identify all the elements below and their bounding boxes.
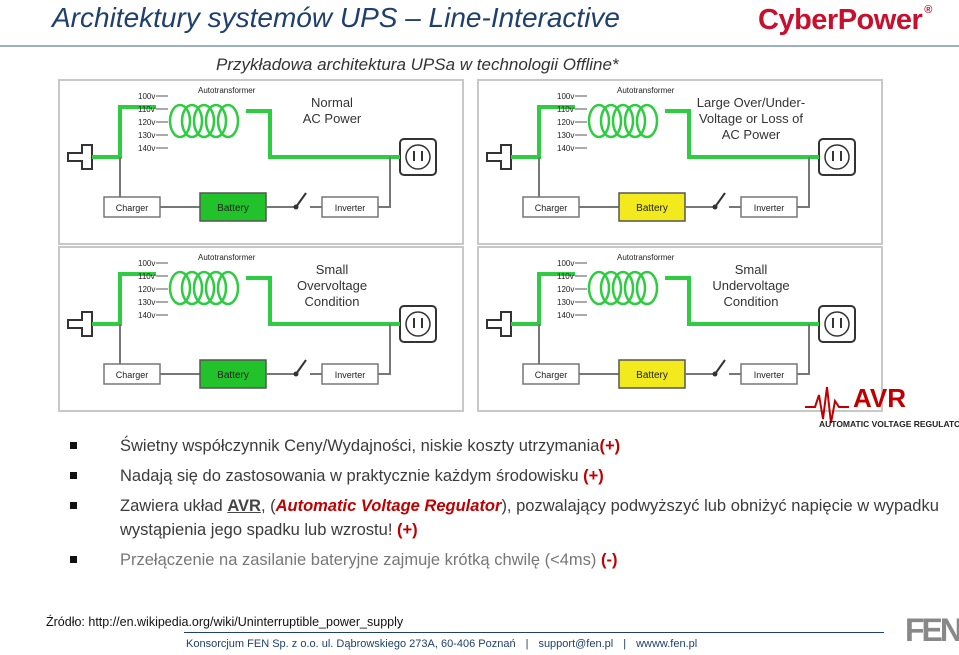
svg-text:Inverter: Inverter: [754, 370, 785, 380]
svg-text:Charger: Charger: [535, 370, 568, 380]
bullet-item-1: Świetny współczynnik Ceny/Wydajności, ni…: [70, 434, 950, 458]
fen-logo: FEN: [905, 612, 959, 648]
svg-text:130v: 130v: [557, 131, 574, 140]
plug-icon: [486, 144, 512, 170]
svg-text:140v: 140v: [138, 144, 155, 153]
svg-text:140v: 140v: [557, 311, 574, 320]
bullet-3-mark: (+): [397, 521, 418, 539]
svg-text:110v: 110v: [138, 105, 155, 114]
bullet-2-text: Nadają się do zastosowania w praktycznie…: [120, 467, 584, 485]
bullet-item-2: Nadają się do zastosowania w praktycznie…: [70, 464, 950, 488]
bullet-3-full: Automatic Voltage Regulator: [275, 497, 502, 515]
ups-diagram: 100v 110v 120v 130v 140v AutotransformerSmall…: [67, 253, 437, 389]
svg-text:AC Power: AC Power: [722, 127, 781, 142]
avr-logo-subtext: AUTOMATIC VOLTAGE REGULATOR: [819, 419, 959, 429]
footer-company: Konsorcjum FEN Sp. z o.o. ul. Dąbrowskie…: [186, 638, 516, 650]
cyberpower-logo: CyberPower®: [758, 4, 932, 37]
svg-text:Condition: Condition: [305, 294, 360, 309]
bullet-3-mid1: , (: [260, 497, 276, 515]
brand-name: CyberPower: [758, 4, 923, 36]
svg-text:Charger: Charger: [535, 203, 568, 213]
bullet-4-mark: (-): [601, 551, 618, 569]
avr-logo-text: AVR: [853, 383, 906, 413]
svg-text:100v: 100v: [557, 259, 574, 268]
footer-email[interactable]: support@fen.pl: [538, 638, 614, 650]
plug-icon: [486, 311, 512, 337]
svg-text:Undervoltage: Undervoltage: [712, 278, 789, 293]
bullet-3-pre: Zawiera układ: [120, 497, 228, 515]
svg-text:Battery: Battery: [217, 370, 249, 381]
bullet-square-icon: [70, 472, 77, 479]
svg-text:110v: 110v: [138, 272, 155, 281]
svg-text:Battery: Battery: [636, 370, 668, 381]
ups-diagram: 100v 110v 120v 130v 140v AutotransformerLarge…: [486, 86, 856, 222]
bullet-4-text: Przełączenie na zasilanie bateryjne zajm…: [120, 551, 602, 569]
svg-text:Battery: Battery: [217, 203, 249, 214]
svg-text:120v: 120v: [557, 118, 574, 127]
svg-text:130v: 130v: [138, 298, 155, 307]
svg-text:100v: 100v: [557, 92, 574, 101]
footer-divider: [184, 632, 884, 633]
svg-text:Autotransformer: Autotransformer: [617, 253, 675, 262]
svg-text:130v: 130v: [138, 131, 155, 140]
svg-text:110v: 110v: [557, 105, 574, 114]
svg-text:Inverter: Inverter: [754, 203, 785, 213]
plug-icon: [67, 311, 93, 337]
svg-text:Voltage or Loss of: Voltage or Loss of: [699, 111, 803, 126]
svg-text:Autotransformer: Autotransformer: [198, 253, 256, 262]
ups-diagram: 100v 110v 120v 130v 140v AutotransformerSmall…: [486, 253, 856, 389]
bullet-square-icon: [70, 442, 77, 449]
svg-text:Normal: Normal: [311, 95, 353, 110]
svg-text:120v: 120v: [138, 285, 155, 294]
page-title: Architektury systemów UPS – Line-Interac…: [52, 2, 620, 33]
subtitle: Przykładowa architektura UPSa w technolo…: [216, 55, 619, 74]
svg-text:Autotransformer: Autotransformer: [198, 86, 256, 95]
header-divider: [0, 45, 959, 47]
battery-box: [618, 192, 686, 222]
svg-text:100v: 100v: [138, 92, 155, 101]
svg-text:Charger: Charger: [116, 370, 149, 380]
avr-logo: AVR AUTOMATIC VOLTAGE REGULATOR: [805, 383, 959, 429]
svg-text:110v: 110v: [557, 272, 574, 281]
svg-text:120v: 120v: [557, 285, 574, 294]
bullet-square-icon: [70, 556, 77, 563]
svg-text:Small: Small: [735, 262, 768, 277]
svg-text:120v: 120v: [138, 118, 155, 127]
bullet-item-4: Przełączenie na zasilanie bateryjne zajm…: [70, 548, 950, 572]
svg-text:Autotransformer: Autotransformer: [617, 86, 675, 95]
footer-web[interactable]: wwww.fen.pl: [636, 638, 698, 650]
svg-text:Small: Small: [316, 262, 349, 277]
ups-diagram: 100v 110v 120v 130v 140v AutotransformerNorma…: [67, 86, 437, 222]
bullet-3-mid2: ), pozwalający podwyższyć lub obniżyć na…: [120, 497, 939, 539]
footer: Konsorcjum FEN Sp. z o.o. ul. Dąbrowskie…: [186, 638, 698, 650]
svg-text:140v: 140v: [557, 144, 574, 153]
svg-text:140v: 140v: [138, 311, 155, 320]
bullet-square-icon: [70, 502, 77, 509]
svg-text:100v: 100v: [138, 259, 155, 268]
bullet-3-avr: AVR: [227, 497, 261, 515]
svg-text:Overvoltage: Overvoltage: [297, 278, 367, 293]
svg-text:Inverter: Inverter: [335, 370, 366, 380]
svg-text:Large Over/Under-: Large Over/Under-: [697, 95, 805, 110]
svg-text:Charger: Charger: [116, 203, 149, 213]
svg-text:AC Power: AC Power: [303, 111, 362, 126]
bullet-item-3: Zawiera układ AVR, (Automatic Voltage Re…: [70, 494, 950, 542]
svg-text:Inverter: Inverter: [335, 203, 366, 213]
bullet-list: Świetny współczynnik Ceny/Wydajności, ni…: [70, 434, 950, 572]
plug-icon: [67, 144, 93, 170]
battery-box: [199, 192, 267, 222]
svg-text:Battery: Battery: [636, 203, 668, 214]
svg-text:Condition: Condition: [724, 294, 779, 309]
bullet-1-text: Świetny współczynnik Ceny/Wydajności, ni…: [120, 437, 600, 455]
bullet-1-mark: (+): [599, 437, 621, 455]
svg-text:130v: 130v: [557, 298, 574, 307]
source-note: Źródło: http://en.wikipedia.org/wiki/Uni…: [46, 615, 404, 629]
bullet-2-mark: (+): [583, 467, 604, 485]
registered-mark: ®: [924, 4, 932, 16]
